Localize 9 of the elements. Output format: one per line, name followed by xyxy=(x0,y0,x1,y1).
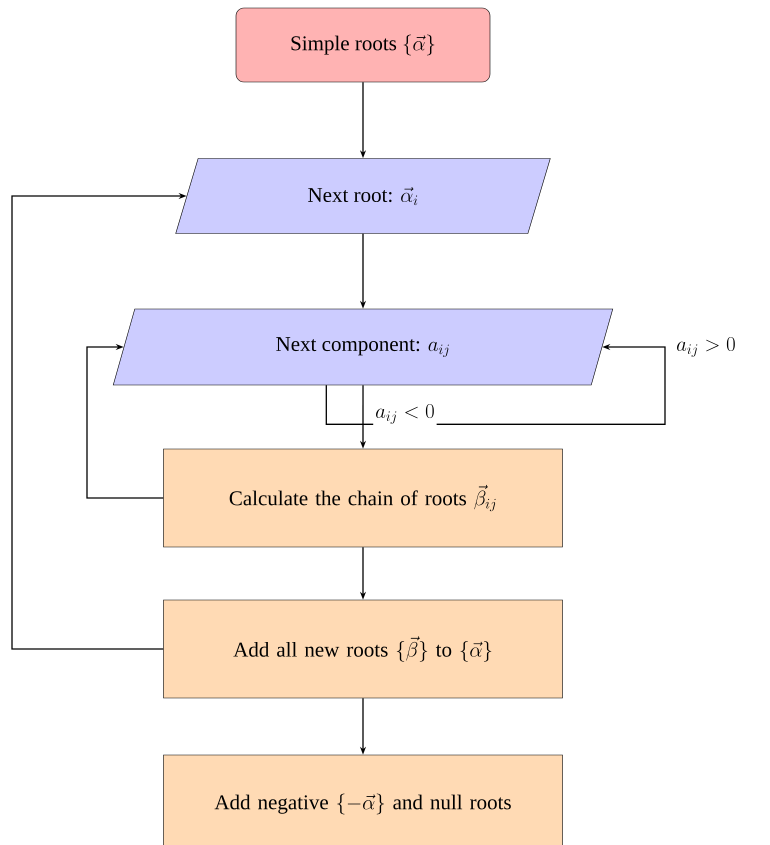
start-box: $\text{Simple roots } \{\vec{\alpha}\}$ xyxy=(236,8,490,82)
process-box: $\text{Add negative } \{-\vec{\alpha}\}\allowbreak\text{ and null roots}$ xyxy=(163,754,563,845)
edge-label: $a_{ij} > 0$ xyxy=(674,335,738,359)
input-parallelogram: $\text{Next root: } \vec{\alpha}_i$ xyxy=(175,158,551,234)
process-box: $\text{Add all new}\allowbreak\text{ roots } \{\vec{\beta}\}\text{ to }\{\vec{\alpha}\}$ xyxy=(163,600,563,698)
arrow xyxy=(86,344,164,499)
input-parallelogram: $\text{Next component: } a_{ij}$ xyxy=(112,308,614,386)
process-box: $\text{Calculate the}\allowbreak\text{ chain of roots } \vec{\beta}_{ij}$ xyxy=(163,448,563,548)
edge-label: $a_{ij} < 0$ xyxy=(373,402,437,426)
